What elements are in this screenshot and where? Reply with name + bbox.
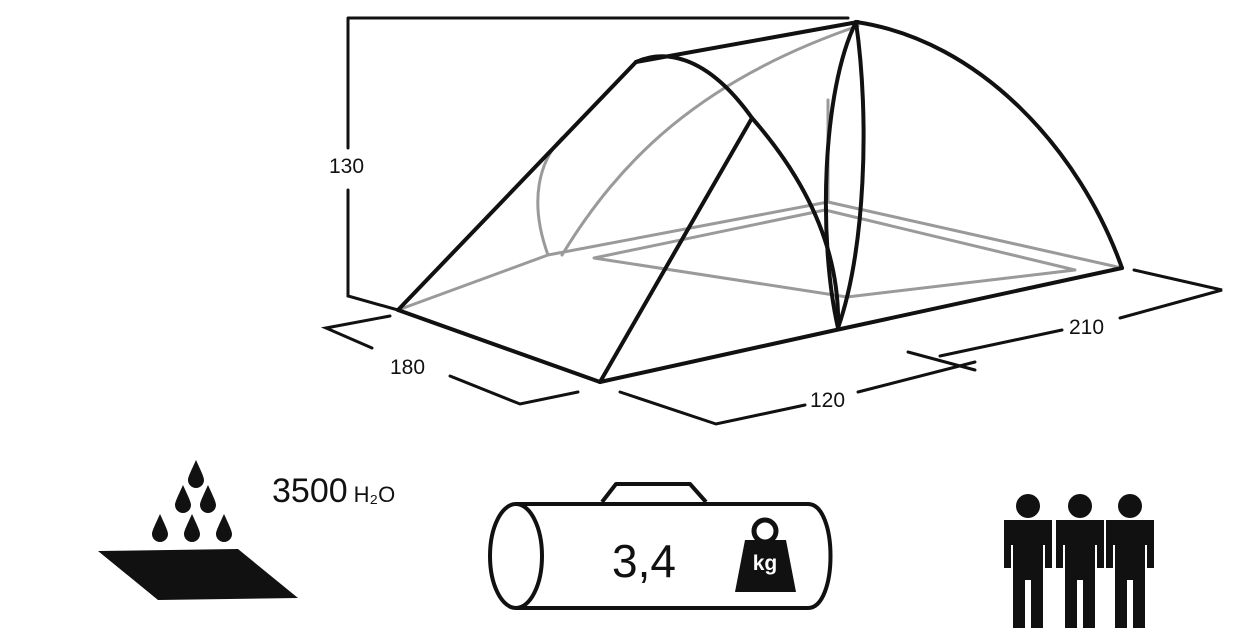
person-icon: [1106, 494, 1154, 628]
carry-bag-icon: [488, 482, 833, 610]
raindrop: [200, 485, 216, 513]
tent-drawing: [396, 20, 1124, 384]
height-dimension-line: [346, 16, 850, 312]
vestibule-dimension-label: 120: [810, 389, 846, 412]
waterproof-unit: H₂O: [353, 482, 396, 507]
rain-drops-ground-icon: [98, 460, 298, 600]
height-dimension-label: 130: [329, 155, 365, 178]
length-dimension-label: 210: [1069, 316, 1105, 339]
raindrop: [188, 460, 204, 488]
raindrop: [216, 514, 232, 542]
width-dimension-line: [320, 314, 580, 406]
length-dimension-line: [906, 268, 1223, 372]
person-icon: [1004, 494, 1052, 628]
raindrop: [184, 514, 200, 542]
inner-tent-outline: [396, 24, 1124, 312]
vestibule-dimension-line: [618, 360, 977, 426]
width-dimension-label: 180: [390, 356, 426, 379]
ground-plane-shape: [98, 549, 298, 600]
capacity-persons-icons: [1004, 494, 1154, 628]
weight-unit: kg: [752, 552, 778, 575]
weight-value: 3,4: [612, 535, 676, 587]
waterproof-value: 3500: [272, 472, 348, 510]
person-icon: [1056, 494, 1104, 628]
outer-tent-outline: [396, 20, 1124, 384]
dimension-lines: [320, 16, 1223, 426]
raindrop: [152, 514, 168, 542]
raindrop: [175, 485, 191, 513]
kg-weight-icon: [735, 517, 796, 592]
